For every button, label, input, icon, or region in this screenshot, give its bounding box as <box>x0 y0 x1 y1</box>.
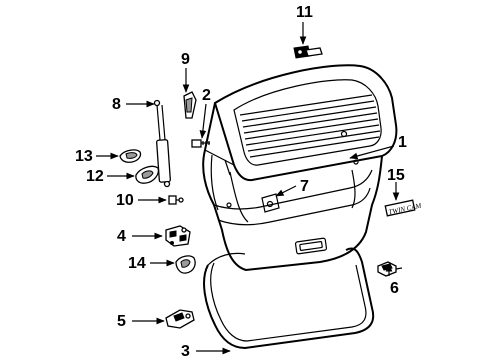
weatherstrip-seal <box>203 247 375 350</box>
stop-part-13 <box>119 149 142 163</box>
callout-14: 14 <box>128 255 146 272</box>
latch-part-4 <box>165 225 191 247</box>
callouts: 11 9 2 8 1 13 12 7 15 10 4 14 6 5 3 <box>75 4 407 360</box>
callout-4: 4 <box>117 228 126 245</box>
callout-5: 5 <box>117 313 126 330</box>
callout-7: 7 <box>300 178 309 195</box>
callout-8: 8 <box>112 96 121 113</box>
callout-1: 1 <box>398 134 407 151</box>
callout-11: 11 <box>296 4 313 21</box>
callout-2: 2 <box>202 87 211 104</box>
hinge-part-11 <box>293 45 323 59</box>
callout-3: 3 <box>181 343 190 360</box>
callout-10: 10 <box>116 192 134 209</box>
cover-part-12 <box>135 165 160 184</box>
callout-12: 12 <box>86 168 104 185</box>
callout-6: 6 <box>390 280 399 297</box>
pad-part-14 <box>175 255 196 274</box>
bolt-part-10 <box>168 195 184 205</box>
socket-part-6 <box>377 261 403 277</box>
bolt-part-2 <box>191 139 210 148</box>
liftgate-panel <box>202 64 398 272</box>
actuator-part-5 <box>165 309 195 329</box>
gas-strut-part-8 <box>153 99 171 188</box>
callout-9: 9 <box>181 51 190 68</box>
callout-15: 15 <box>387 167 405 184</box>
callout-13: 13 <box>75 148 93 165</box>
emblem-part-15: TWIN CAM <box>384 199 423 217</box>
hinge-part-9 <box>183 91 197 119</box>
leader-lines <box>96 22 400 355</box>
